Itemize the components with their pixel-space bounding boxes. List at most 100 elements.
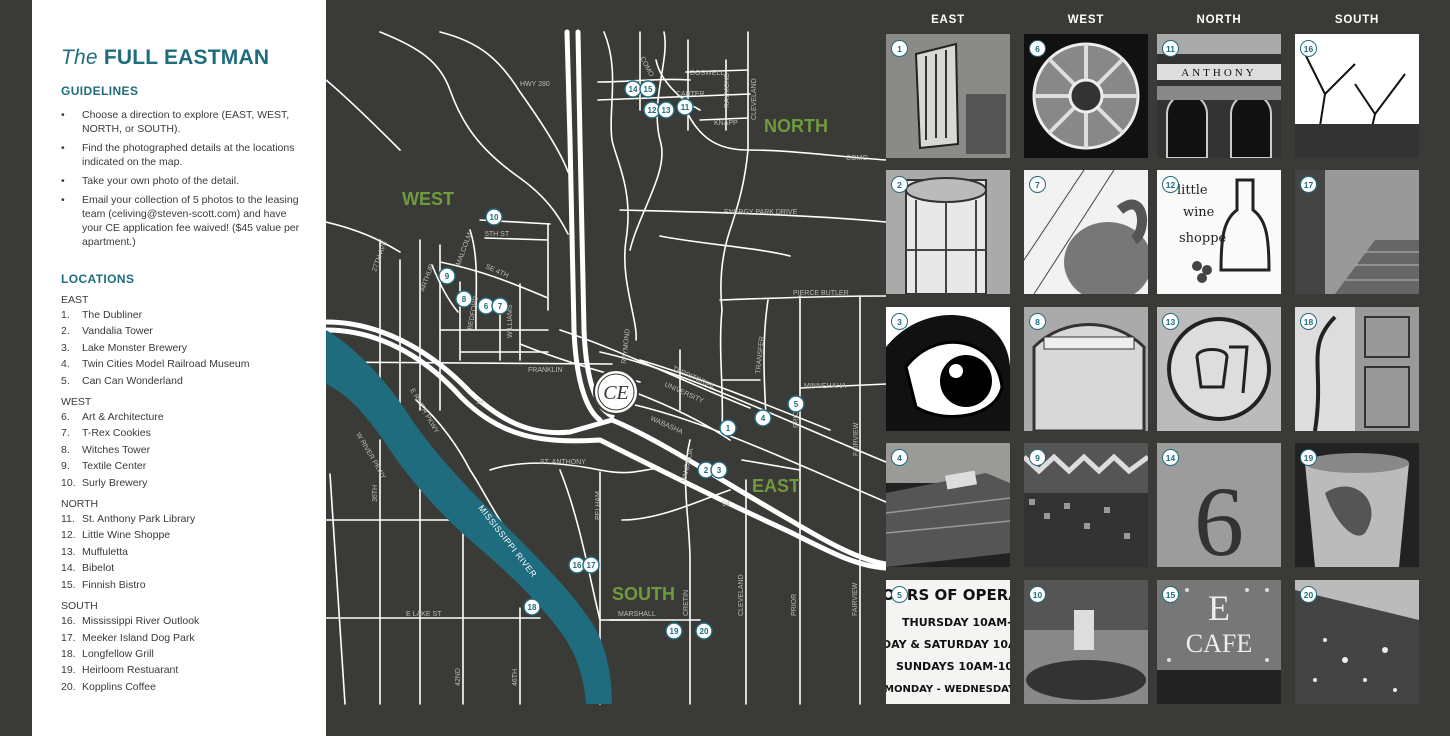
- location-number: 4.: [61, 358, 70, 371]
- map-marker-20[interactable]: 20: [695, 622, 713, 640]
- map-marker-17[interactable]: 17: [582, 556, 600, 574]
- map-marker-3[interactable]: 3: [710, 461, 728, 479]
- photo-image: OURS OF OPERATIOTHURSDAY 10AM-11PMDAY & …: [886, 580, 1010, 704]
- map-marker-11[interactable]: 11: [676, 98, 694, 116]
- svg-text:ANTHONY: ANTHONY: [1181, 67, 1256, 79]
- region-label-north: NORTH: [764, 116, 828, 136]
- guidelines-list: Choose a direction to explore (EAST, WES…: [61, 108, 306, 254]
- photo-tile-1[interactable]: 1: [886, 34, 1010, 158]
- photo-image: [1295, 580, 1419, 704]
- photo-tile-20[interactable]: 20: [1295, 580, 1419, 704]
- map-marker-19[interactable]: 19: [665, 622, 683, 640]
- street-label: RAYMOND: [621, 328, 632, 364]
- region-label-west: WEST: [402, 189, 454, 209]
- photo-tile-9[interactable]: 9: [1024, 443, 1148, 567]
- map-marker-8[interactable]: 8: [455, 290, 473, 308]
- map-marker-7[interactable]: 7: [491, 297, 509, 315]
- svg-text:16: 16: [573, 561, 582, 570]
- location-item: 19.Heirloom Restuarant: [61, 662, 321, 678]
- photo-image: [1024, 34, 1148, 158]
- street-label: PRIOR: [793, 406, 800, 428]
- photo-image: [886, 443, 1010, 567]
- photo-image: [1024, 307, 1148, 431]
- location-number: 11.: [61, 513, 75, 526]
- map-marker-1[interactable]: 1: [719, 419, 737, 437]
- photo-tile-4[interactable]: 4: [886, 443, 1010, 567]
- street-label: PELHAM: [595, 491, 602, 520]
- photo-number-badge: 20: [1300, 586, 1317, 603]
- svg-text:19: 19: [670, 627, 679, 636]
- location-name: Kopplins Coffee: [82, 680, 156, 693]
- photo-tile-2[interactable]: 2: [886, 170, 1010, 294]
- location-name: Surly Brewery: [82, 476, 148, 489]
- street-label: FAIRVIEW: [852, 582, 859, 616]
- photo-image: [1295, 307, 1419, 431]
- location-number: 3.: [61, 341, 70, 354]
- street-label: WABASHA: [649, 415, 684, 436]
- location-name: Meeker Island Dog Park: [82, 631, 195, 644]
- photo-tile-7[interactable]: 7: [1024, 170, 1148, 294]
- location-name: Heirloom Restuarant: [82, 664, 179, 677]
- map-marker-5[interactable]: 5: [787, 395, 805, 413]
- location-item: 10.Surly Brewery: [61, 475, 321, 491]
- location-number: 8.: [61, 443, 70, 456]
- guideline-item: Take your own photo of the detail.: [61, 174, 306, 188]
- map-marker-4[interactable]: 4: [754, 409, 772, 427]
- photo-tile-16[interactable]: 16: [1295, 34, 1419, 158]
- photo-image: [886, 307, 1010, 431]
- map-marker-9[interactable]: 9: [438, 267, 456, 285]
- location-number: 18.: [61, 647, 76, 660]
- location-name: St. Anthony Park Library: [82, 513, 196, 526]
- map-marker-15[interactable]: 15: [639, 80, 657, 98]
- map-marker-10[interactable]: 10: [485, 208, 503, 226]
- location-number: 6.: [61, 411, 70, 424]
- map-marker-16[interactable]: 16: [568, 556, 586, 574]
- location-number: 12.: [61, 529, 76, 542]
- street-label: CRETIN: [683, 590, 690, 616]
- location-name: Can Can Wonderland: [82, 374, 183, 387]
- photo-tile-18[interactable]: 18: [1295, 307, 1419, 431]
- photo-tile-17[interactable]: 17: [1295, 170, 1419, 294]
- location-item: 4.Twin Cities Model Railroad Museum: [61, 356, 321, 372]
- photo-number-badge: 3: [891, 313, 908, 330]
- photo-tile-6[interactable]: 6: [1024, 34, 1148, 158]
- svg-text:6: 6: [484, 302, 489, 311]
- location-item: 3.Lake Monster Brewery: [61, 340, 321, 356]
- location-group-heading: SOUTH: [61, 600, 98, 613]
- column-heading: EAST: [931, 14, 965, 26]
- neighborhood-map: CE NORTH WEST EAST SOUTH MISSISSIPPI RIV…: [326, 29, 886, 705]
- photo-tile-19[interactable]: 19: [1295, 443, 1419, 567]
- svg-text:18: 18: [528, 603, 537, 612]
- column-heading: WEST: [1067, 14, 1105, 26]
- ce-logo-text: CE: [603, 382, 629, 404]
- photo-tile-10[interactable]: 10: [1024, 580, 1148, 704]
- photo-number-badge: 1: [891, 40, 908, 57]
- location-item: 5.Can Can Wonderland: [61, 373, 321, 389]
- street-label: ENERGY PARK DRIVE: [724, 209, 798, 216]
- street-label: ST. ANTHONY: [540, 459, 586, 466]
- street-label: MARSHALL: [618, 611, 656, 618]
- region-label-east: EAST: [752, 476, 800, 496]
- svg-text:THURSDAY 10AM-11PM: THURSDAY 10AM-11PM: [902, 616, 1010, 629]
- photo-tile-13[interactable]: 13: [1157, 307, 1281, 431]
- map-marker-18[interactable]: 18: [523, 598, 541, 616]
- ce-logo: [593, 369, 639, 415]
- photo-tile-3[interactable]: 3: [886, 307, 1010, 431]
- location-item: 14.Bibelot: [61, 560, 321, 576]
- photo-number-badge: 4: [891, 449, 908, 466]
- street-label: 94: [476, 399, 484, 406]
- location-item: 1.The Dubliner: [61, 307, 321, 323]
- photo-tile-8[interactable]: 8: [1024, 307, 1148, 431]
- svg-text:6: 6: [1194, 466, 1244, 567]
- street-label: 94: [722, 501, 730, 508]
- photo-tile-5[interactable]: OURS OF OPERATIOTHURSDAY 10AM-11PMDAY & …: [886, 580, 1010, 704]
- map-marker-13[interactable]: 13: [657, 101, 675, 119]
- location-name: Witches Tower: [82, 443, 151, 456]
- photo-number-badge: 12: [1162, 176, 1179, 193]
- map-marker-14[interactable]: 14: [624, 80, 642, 98]
